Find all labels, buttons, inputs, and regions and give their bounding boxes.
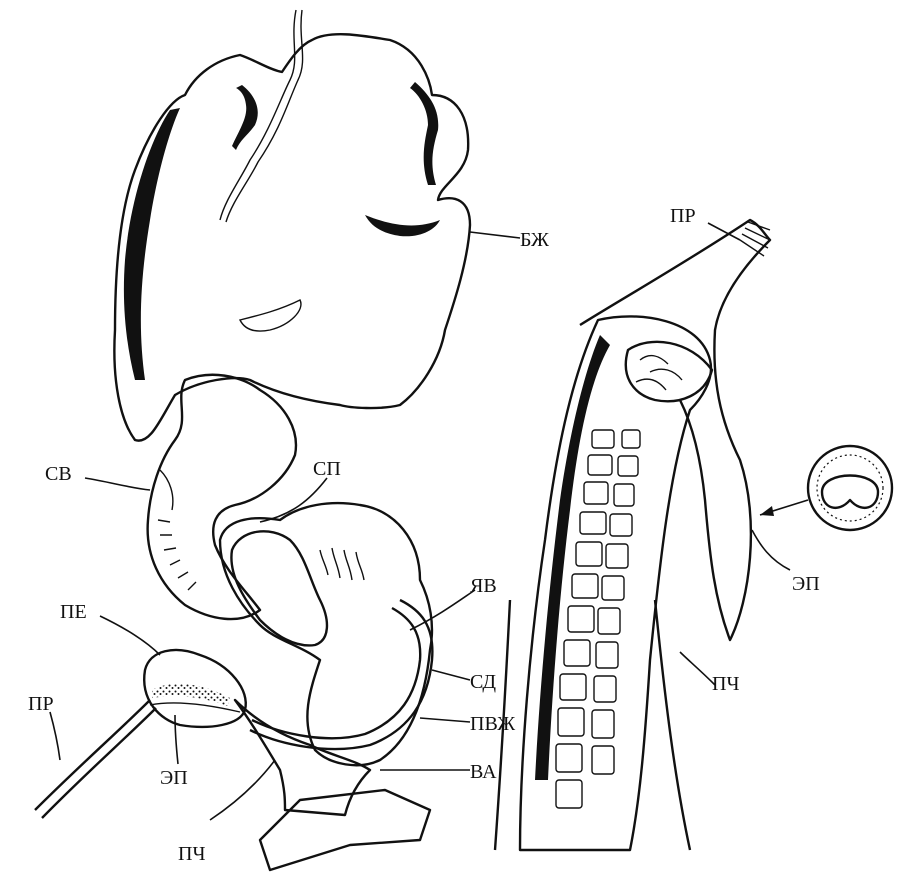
duodenum [250, 600, 432, 749]
stomach [148, 375, 296, 619]
liver-mass [114, 10, 470, 441]
label-pch-right: ПЧ [712, 673, 739, 695]
label-ep-right: ЭП [792, 573, 820, 595]
label-sv: СВ [45, 463, 72, 485]
label-ep-left: ЭП [160, 767, 188, 789]
right-section [495, 220, 770, 850]
label-pvzh: ПВЖ [470, 713, 515, 735]
label-va: ВА [470, 761, 497, 783]
cross-section-inset [760, 446, 892, 530]
label-bzh: БЖ [520, 229, 549, 251]
leader-lines [50, 223, 790, 820]
label-yav: ЯВ [470, 575, 497, 597]
label-pch-left: ПЧ [178, 843, 205, 865]
gall-bladder [35, 650, 246, 818]
label-pe: ПЕ [60, 601, 87, 623]
label-pr-top: ПР [670, 205, 696, 227]
label-sd: СД [470, 671, 496, 693]
label-sp: СП [313, 458, 341, 480]
label-pr-left: ПР [28, 693, 54, 715]
